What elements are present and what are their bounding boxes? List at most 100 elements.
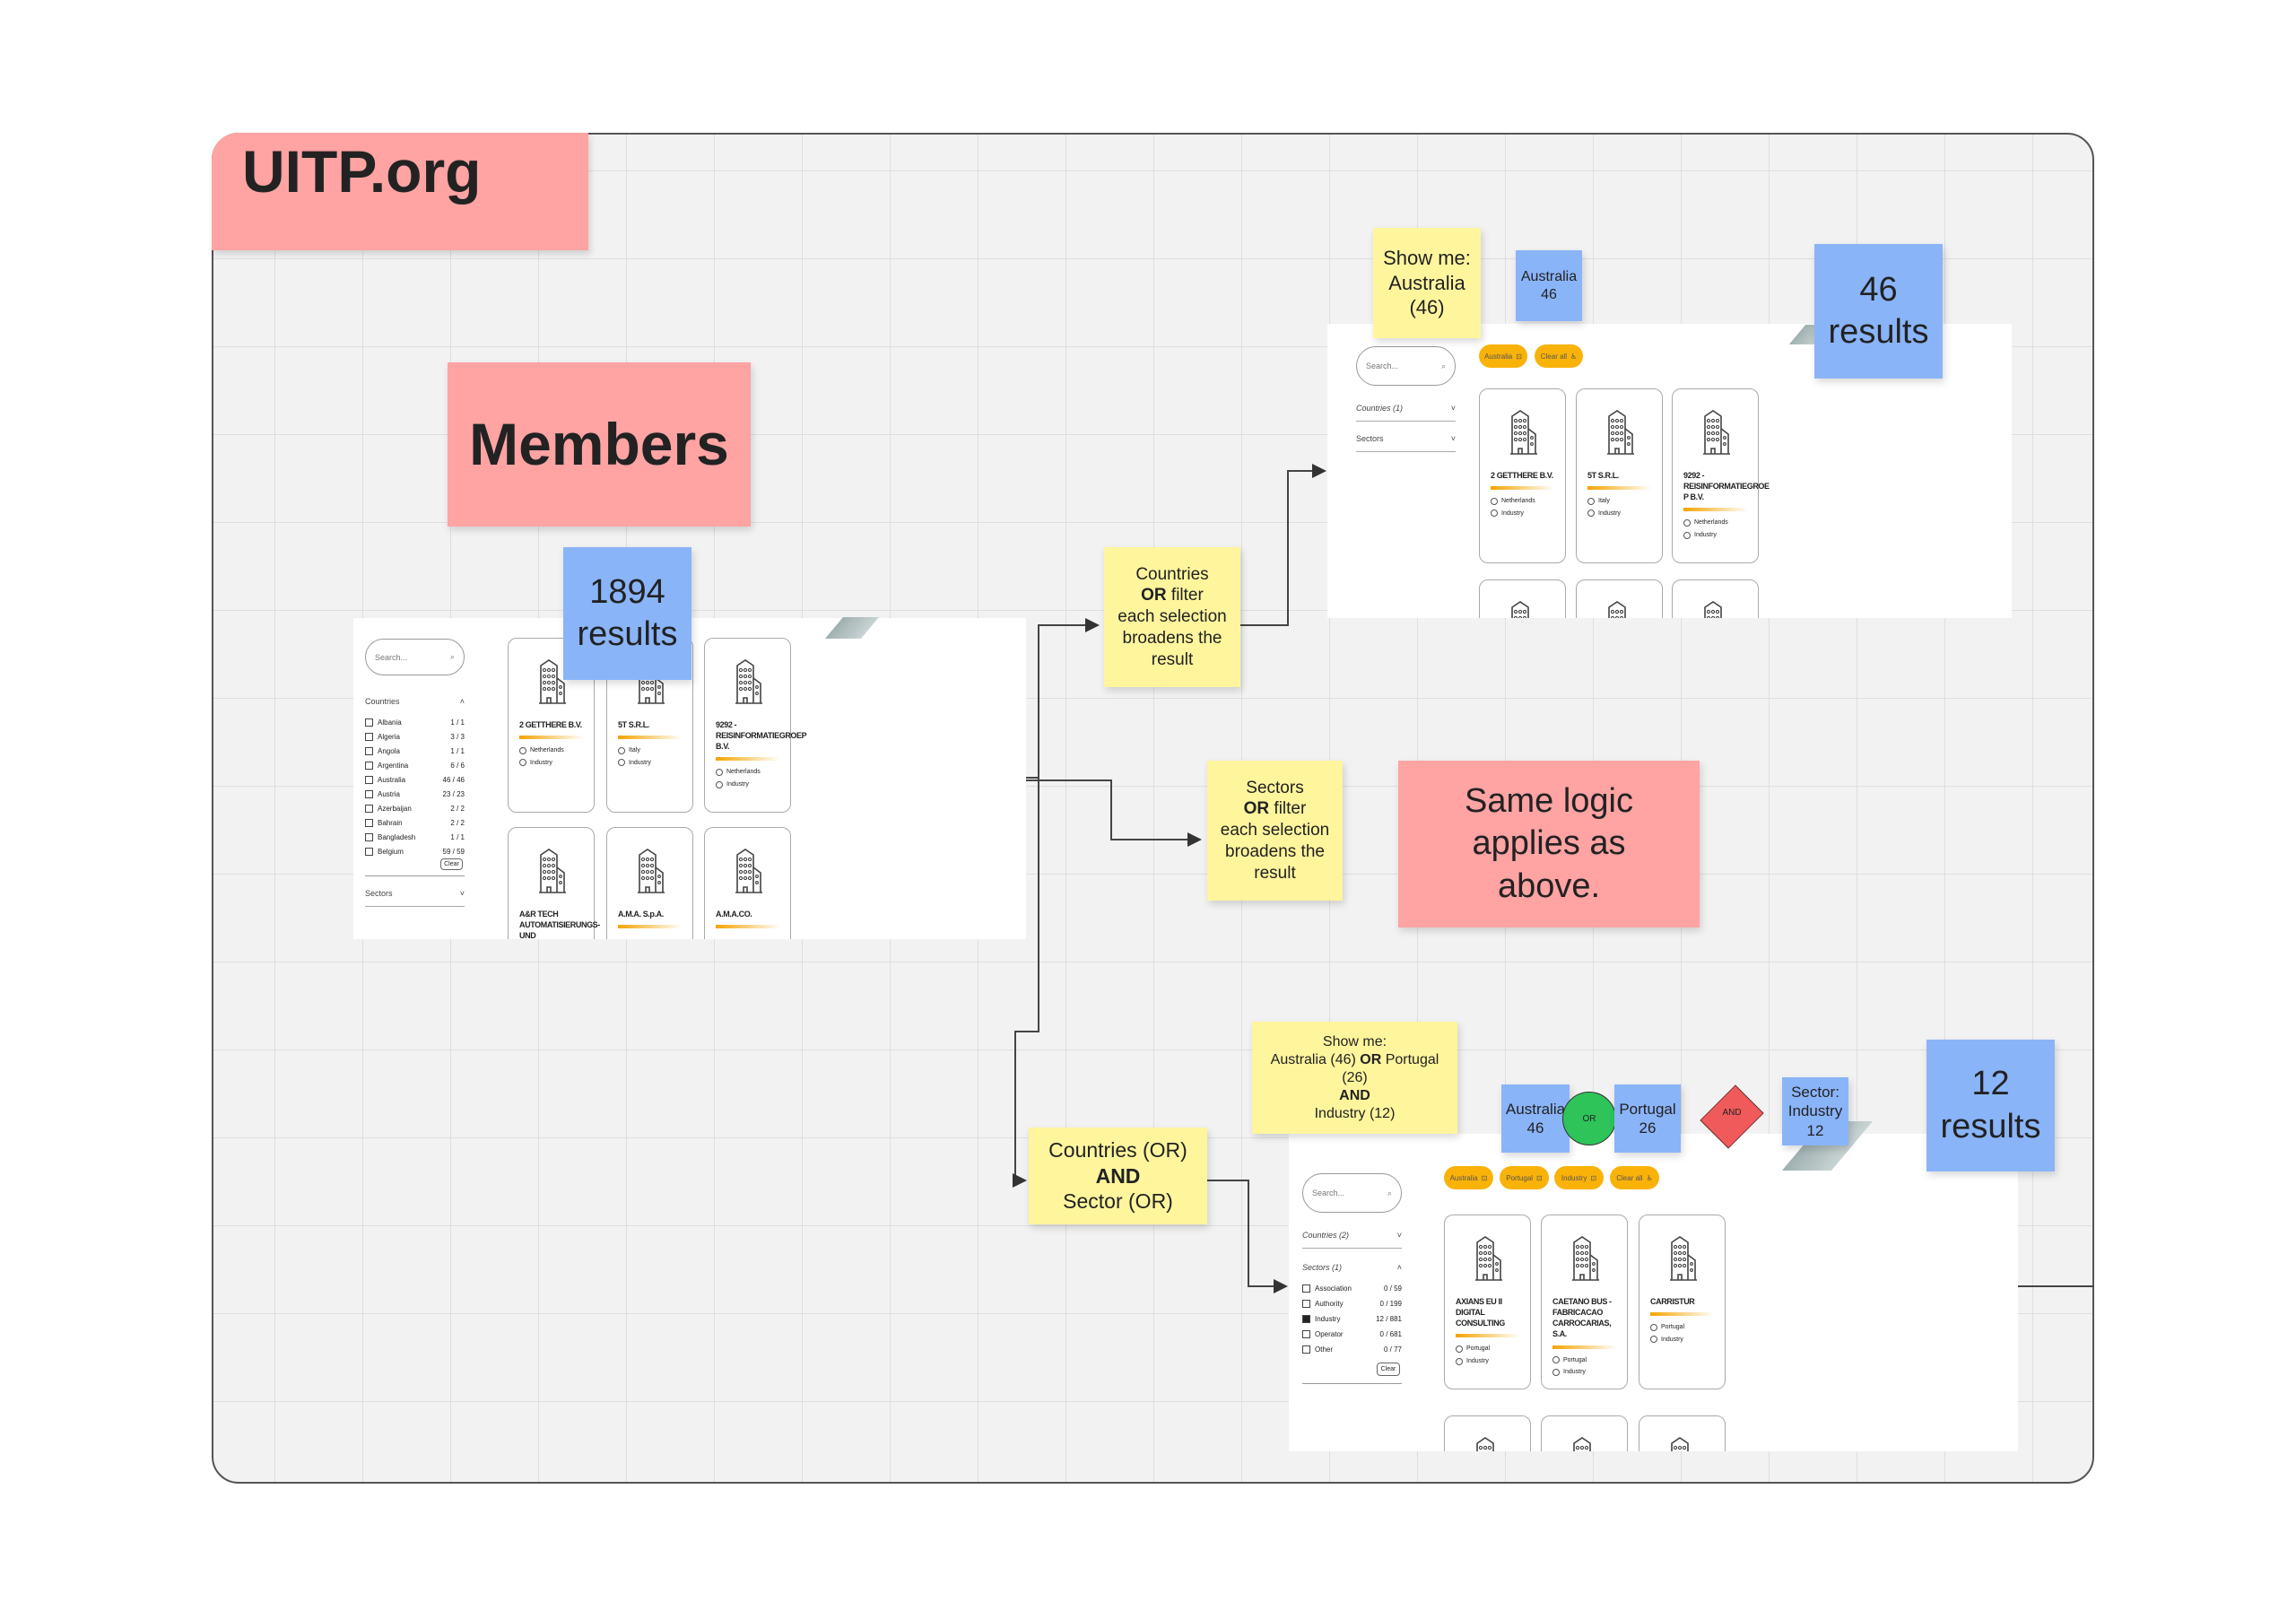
sectors-filter-header[interactable]: Sectors (1)˄ — [1302, 1263, 1402, 1276]
search-icon: ⌕ — [1387, 1188, 1392, 1197]
or-operator-circle[interactable]: OR — [1562, 1092, 1616, 1145]
filter-chip[interactable]: Clear all♿︎ — [1535, 344, 1583, 368]
globe-icon — [1650, 1323, 1657, 1331]
note-line: 46 — [1526, 1119, 1544, 1136]
member-card[interactable] — [1576, 579, 1663, 618]
chip-label: Portugal — [1506, 1173, 1534, 1182]
note-line: OR — [1360, 1051, 1382, 1067]
countries-filter-header[interactable]: Countries (2)˅ — [1302, 1231, 1402, 1249]
member-card[interactable]: A.M.A. S.p.A. — [606, 827, 693, 939]
member-card[interactable]: A&R TECH AUTOMATISIERUNGS-UND — [508, 827, 600, 939]
option-label: Austria — [378, 790, 400, 798]
note-line: Industry — [1787, 1102, 1843, 1120]
countries-filter-header[interactable]: Countries˄ — [365, 697, 465, 710]
member-card[interactable] — [1541, 1415, 1628, 1451]
member-name: 5T S.R.L. — [618, 720, 649, 729]
checkbox[interactable] — [365, 747, 373, 755]
option-count: 0 / 681 — [1379, 1330, 1402, 1338]
search-input[interactable]: Search...⌕ — [365, 639, 465, 675]
section-note[interactable]: Members — [448, 362, 751, 527]
sectors-filter-header[interactable]: Sectors˅ — [365, 889, 465, 907]
checkbox[interactable] — [1302, 1330, 1310, 1338]
checkbox[interactable] — [365, 790, 373, 798]
filter-chip[interactable]: Clear all♿︎ — [1610, 1166, 1659, 1189]
clear-button[interactable]: Clear — [1377, 1363, 1400, 1376]
sectors-filter-header[interactable]: Sectors˅ — [1356, 434, 1456, 452]
gear-icon — [1683, 531, 1691, 539]
countries-filter-header[interactable]: Countries (1)˅ — [1356, 404, 1456, 422]
results-label: results — [1828, 313, 1929, 351]
show-combined-note[interactable]: Show me: Australia (46) OR Portugal (26)… — [1252, 1022, 1457, 1134]
search-input[interactable]: Search...⌕ — [1302, 1173, 1402, 1213]
note-line: each selection — [1220, 821, 1330, 840]
member-card[interactable] — [1639, 1415, 1726, 1451]
checkbox[interactable] — [365, 833, 373, 841]
show-australia-note[interactable]: Show me:Australia(46) — [1373, 228, 1481, 338]
member-card[interactable] — [1672, 579, 1759, 618]
checkbox[interactable] — [1302, 1315, 1310, 1323]
member-card[interactable]: 9292 - REISINFORMATIEGROEP B.V.Netherlan… — [704, 638, 806, 813]
checkbox[interactable] — [1302, 1300, 1310, 1308]
clear-button[interactable]: Clear — [440, 858, 463, 870]
filter-chip[interactable]: Australia⊡ — [1479, 344, 1527, 368]
filter-chip[interactable]: Australia⊡ — [1444, 1166, 1493, 1189]
checkbox[interactable] — [1302, 1345, 1310, 1354]
checkbox[interactable] — [365, 762, 373, 770]
member-sector: Industry — [1466, 1357, 1489, 1364]
search-input[interactable]: Search...⌕ — [1356, 346, 1456, 386]
member-card[interactable]: CAETANO BUS - FABRICACAO CARROCARIAS, S.… — [1541, 1215, 1628, 1389]
checkbox[interactable] — [365, 805, 373, 813]
checkbox[interactable] — [365, 776, 373, 784]
checkbox[interactable] — [365, 733, 373, 741]
checkbox[interactable] — [365, 848, 373, 856]
member-card[interactable]: 9292 - REISINFORMATIEGROE P B.V.Netherla… — [1672, 388, 1770, 563]
board-title-note[interactable]: UITP.org — [212, 133, 588, 250]
filter-chip[interactable]: Portugal⊡ — [1500, 1166, 1549, 1189]
member-card[interactable] — [1479, 579, 1566, 618]
accent-bar — [618, 925, 683, 929]
member-card[interactable]: A.M.A.CO. — [704, 827, 791, 939]
results-label: results — [1940, 1107, 2041, 1145]
building-icon — [1703, 410, 1730, 455]
member-card[interactable] — [1444, 1415, 1531, 1451]
accent-bar — [1456, 1334, 1520, 1338]
accent-bar — [519, 736, 584, 740]
checkbox[interactable] — [1302, 1284, 1310, 1293]
checkbox[interactable] — [365, 819, 373, 827]
same-logic-note[interactable]: Same logic applies as above. — [1398, 761, 1700, 927]
filter-chip[interactable]: Industry⊡ — [1554, 1166, 1604, 1189]
note-line: AND — [1095, 1163, 1141, 1188]
checkbox[interactable] — [365, 718, 373, 727]
